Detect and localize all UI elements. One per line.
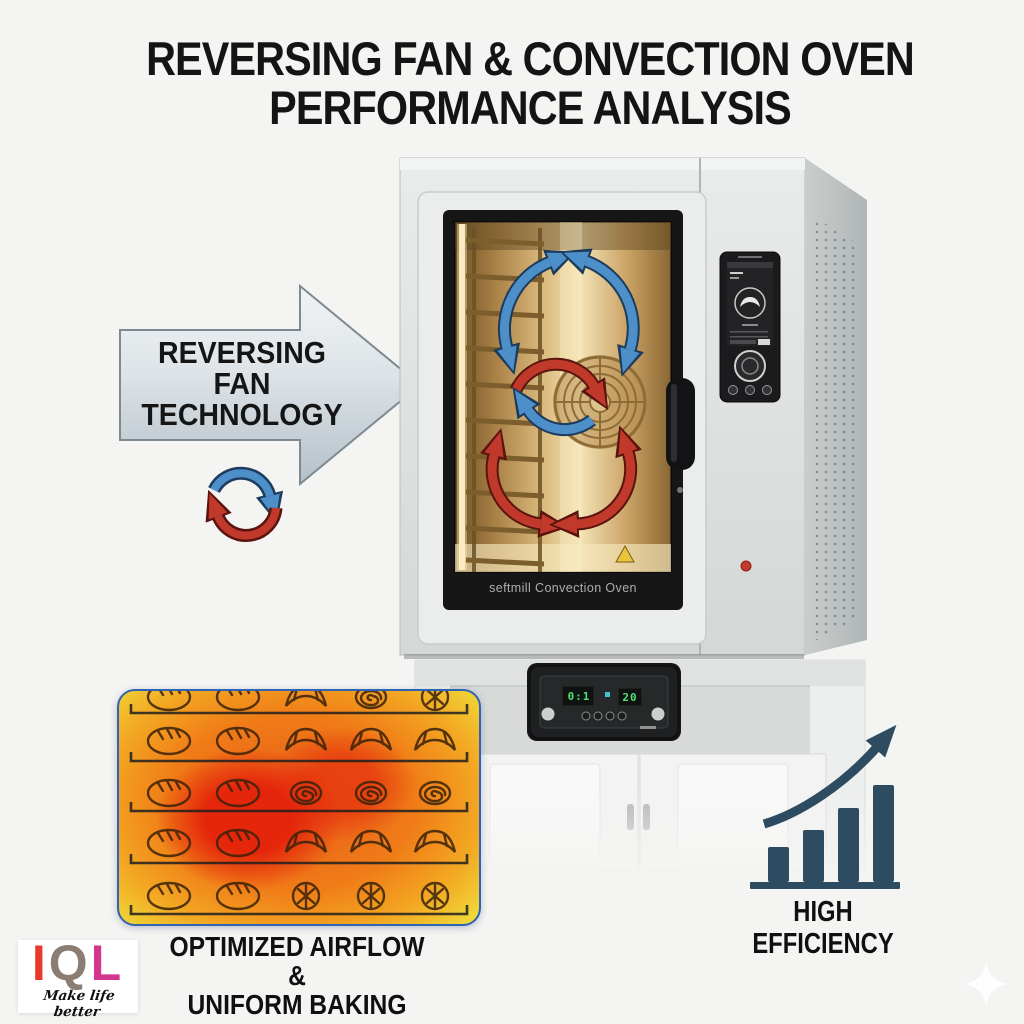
proofer-display-right: 20 xyxy=(622,691,638,704)
efficiency-caption: HIGH EFFICIENCY xyxy=(741,896,905,960)
airflow-arrows xyxy=(479,248,644,538)
croissant-screen-icon xyxy=(740,297,760,307)
bread-icon xyxy=(146,726,192,756)
iql-logo: IQL Make life better xyxy=(18,938,138,1020)
proofer-button[interactable] xyxy=(593,711,603,721)
page-title: REVERSING FAN & CONVECTION OVEN PERFORMA… xyxy=(81,34,979,132)
bread-icon xyxy=(146,828,192,858)
logo-letter: I xyxy=(31,935,49,991)
hot-airflow-arrow xyxy=(511,359,607,407)
bun-icon xyxy=(291,881,321,911)
bread-icon xyxy=(215,828,261,858)
swirl-icon xyxy=(354,691,388,710)
proofer-control-panel xyxy=(527,663,681,741)
sparkle-icon xyxy=(964,962,1008,1006)
growth-arrow-icon xyxy=(762,724,897,829)
heatmap-caption-line2: UNIFORM BAKING xyxy=(187,989,407,1020)
bun-icon xyxy=(420,691,450,712)
croissant-icon xyxy=(284,727,328,752)
chart-baseline xyxy=(750,882,900,889)
proofer-button[interactable] xyxy=(581,711,591,721)
start-chip[interactable] xyxy=(758,339,770,345)
ventilation-perforations xyxy=(811,215,860,643)
warning-triangle-icon xyxy=(615,544,635,563)
swirl-icon xyxy=(289,780,323,806)
arrow-shape xyxy=(119,283,422,487)
efficiency-bar xyxy=(768,847,789,882)
arrow-callout: REVERSING FAN TECHNOLOGY xyxy=(141,337,343,430)
logo-tagline: Make life better xyxy=(42,988,116,1020)
efficiency-bar xyxy=(838,808,859,882)
indicator-light xyxy=(740,560,752,572)
bar-chart-icon xyxy=(750,724,900,889)
cycle-arrow-cool xyxy=(210,469,280,520)
callout-line2: FAN xyxy=(213,366,271,401)
efficiency-caption-line2: EFFICIENCY xyxy=(752,928,894,960)
touchscreen[interactable] xyxy=(727,262,773,346)
croissant-icon xyxy=(284,829,328,854)
proofer-button[interactable] xyxy=(605,711,615,721)
control-dial[interactable] xyxy=(734,350,766,382)
swirl-icon xyxy=(418,780,452,806)
swirl-icon xyxy=(354,780,388,806)
bread-icon xyxy=(146,881,192,911)
heatmap-caption: OPTIMIZED AIRFLOW & UNIFORM BAKING xyxy=(165,932,429,1019)
panel-button[interactable] xyxy=(728,385,738,395)
title-line2: PERFORMANCE ANALYSIS xyxy=(269,81,792,134)
proofer-display-left: 0:1 xyxy=(567,690,591,703)
proofer-button[interactable] xyxy=(541,707,555,721)
efficiency-bars xyxy=(768,785,894,882)
croissant-icon xyxy=(413,829,457,854)
croissant-icon xyxy=(413,727,457,752)
proofer-button[interactable] xyxy=(651,707,665,721)
bread-icon xyxy=(215,726,261,756)
logo-letters: IQL xyxy=(18,938,138,988)
panel-button[interactable] xyxy=(745,385,755,395)
cycle-arrow-hot xyxy=(208,493,280,540)
right-arrow-banner xyxy=(119,283,422,487)
hot-airflow-arrow xyxy=(484,431,565,534)
efficiency-caption-line1: HIGH xyxy=(793,896,853,928)
cool-airflow-arrow xyxy=(497,252,573,372)
bun-icon xyxy=(420,881,450,911)
oven-light-strip xyxy=(459,224,465,570)
callout-line3: TECHNOLOGY xyxy=(141,397,343,432)
bread-icon xyxy=(146,778,192,808)
panel-button[interactable] xyxy=(762,385,772,395)
hot-airflow-arrow xyxy=(553,429,638,534)
callout-line1: REVERSING xyxy=(157,335,326,370)
efficiency-bar xyxy=(803,830,824,882)
oven-brand-label: seftmill Convection Oven xyxy=(489,581,637,595)
heatmap-caption-line1: OPTIMIZED AIRFLOW & xyxy=(169,931,425,991)
bun-icon xyxy=(356,881,386,911)
bread-icon xyxy=(215,691,261,712)
bread-icon xyxy=(215,778,261,808)
tray-racks xyxy=(129,704,469,916)
control-panel xyxy=(719,251,781,403)
bread-icon xyxy=(146,691,192,712)
reversing-cycle-icon xyxy=(205,466,284,542)
cool-airflow-arrow xyxy=(563,251,640,373)
baked-goods-icons xyxy=(146,691,457,911)
proofer-button[interactable] xyxy=(617,711,627,721)
bread-icon xyxy=(215,881,261,911)
efficiency-bar xyxy=(873,785,894,882)
door-handle[interactable] xyxy=(666,378,695,470)
baking-heatmap xyxy=(117,689,481,926)
title-line1: REVERSING FAN & CONVECTION OVEN xyxy=(146,32,915,85)
croissant-icon xyxy=(284,691,328,708)
logo-letter: Q xyxy=(48,935,91,991)
croissant-icon xyxy=(349,829,393,854)
croissant-icon xyxy=(349,727,393,752)
logo-letter: L xyxy=(90,935,125,991)
